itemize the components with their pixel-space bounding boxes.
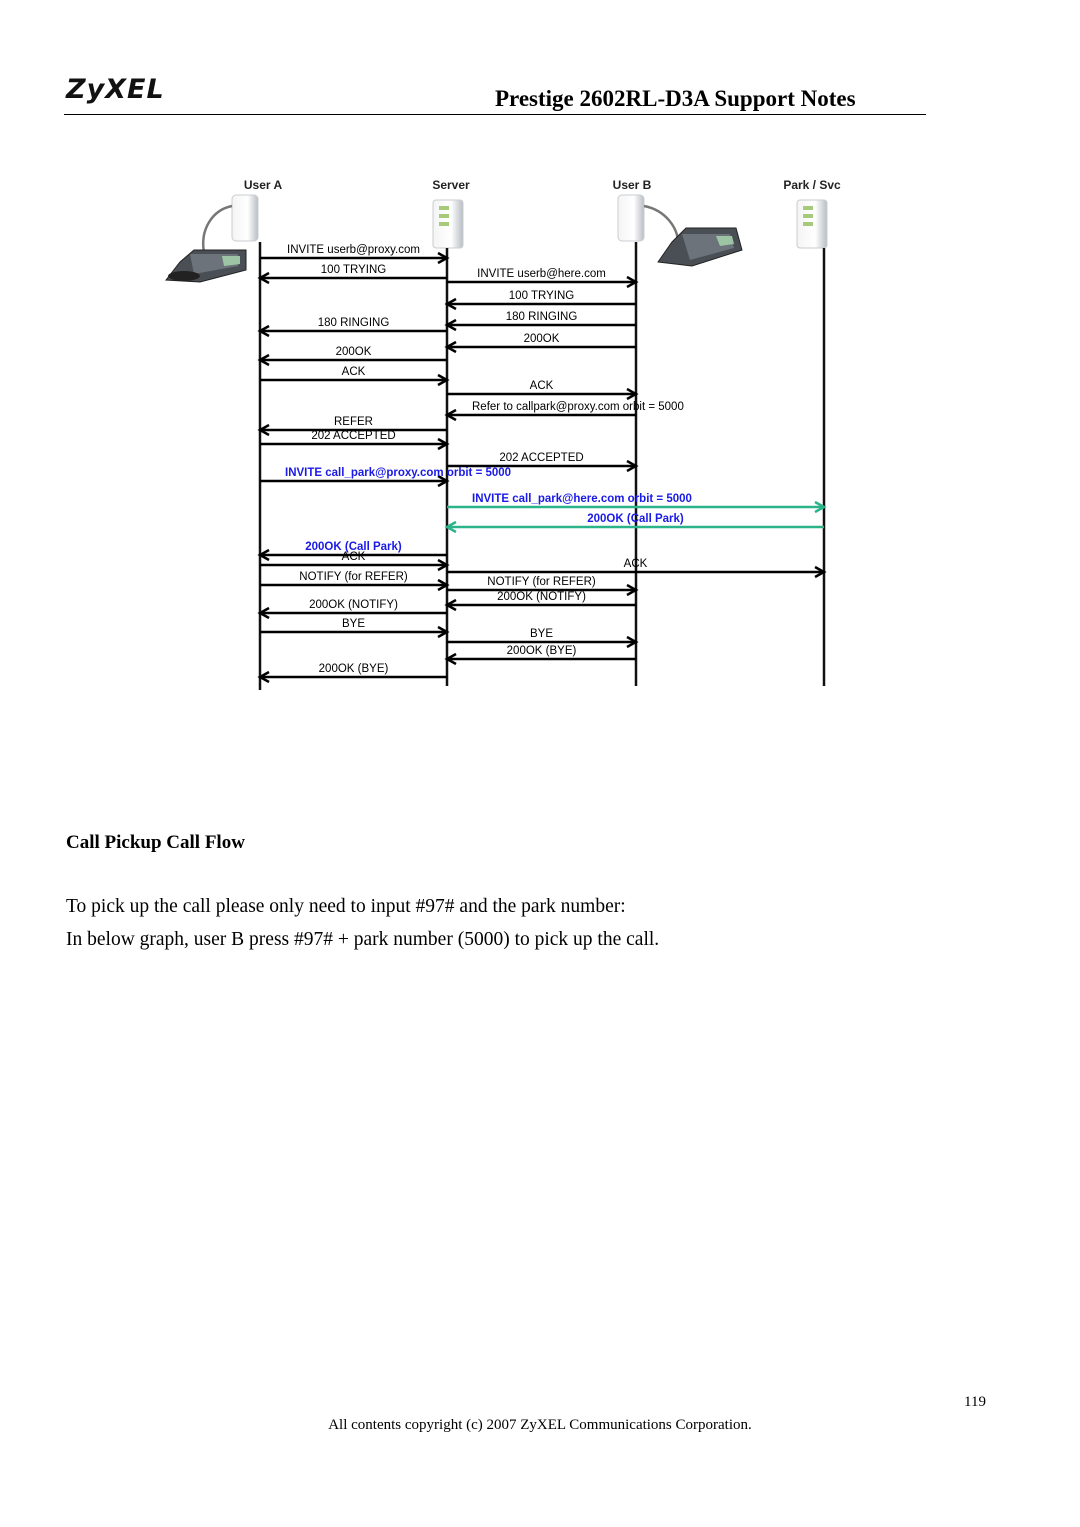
message-arrowhead [626,387,639,401]
message-arrowhead [444,297,457,311]
message-arrowhead [257,423,270,437]
user-b-desk-phone-icon [657,227,743,267]
message-label: NOTIFY (for REFER) [487,576,596,588]
message-arrowhead [257,670,270,684]
user-b-sip-device-icon [617,194,680,249]
user-a-desk-phone-icon [165,249,247,283]
message-arrowhead [814,565,827,579]
message-label: BYE [342,618,365,630]
message-arrowhead [444,318,457,332]
message-arrowhead [626,583,639,597]
user-a-sip-device-icon [202,194,259,253]
message-label: INVITE userb@proxy.com [287,244,420,256]
message-arrowhead [257,271,270,285]
message-label: INVITE call_park@proxy.com orbit = 5000 [285,467,511,479]
message-arrowhead [437,578,450,592]
message-label: 200OK [336,346,372,358]
header-rule [64,114,926,115]
message-label: 100 TRYING [509,290,574,302]
message-arrowhead [437,373,450,387]
message-arrowhead [437,251,450,265]
message-label: BYE [530,628,553,640]
zyxel-logo: ZyXEL [66,74,165,105]
message-arrowhead [444,598,457,612]
message-arrows: INVITE userb@proxy.com 100 TRYING INVITE u… [257,244,827,684]
message-label: 202 ACCEPTED [311,430,395,442]
message-arrowhead [444,408,457,422]
message-label: 200OK (NOTIFY) [309,599,398,611]
participant-user-b-label: User B [613,178,652,192]
document-title: Prestige 2602RL-D3A Support Notes [495,86,856,111]
message-label: ACK [530,380,554,392]
message-arrowhead [437,558,450,572]
participant-labels: User A Server User B Park / Svc [244,178,841,192]
participant-user-a-label: User A [244,178,283,192]
body-paragraph: To pick up the call please only need to … [66,896,626,917]
message-label: 200OK (BYE) [507,645,577,657]
sip-call-flow-diagram: User A Server User B Park / Svc [165,178,841,690]
message-arrowhead [257,548,270,562]
message-label: ACK [342,551,366,563]
message-label: REFER [334,416,373,428]
message-label: 200OK (NOTIFY) [497,591,586,603]
participant-park-svc-label: Park / Svc [783,178,841,192]
message-label: 180 RINGING [506,311,578,323]
message-label: 180 RINGING [318,317,390,329]
message-arrowhead [437,625,450,639]
message-arrowhead [626,635,639,649]
body-paragraph: In below graph, user B press #97# + park… [66,929,660,950]
park-service-icon [796,199,828,249]
message-label: 200OK (Call Park) [305,541,402,553]
message-arrowhead [437,437,450,451]
message-label: ACK [342,366,366,378]
message-arrowhead [444,340,457,354]
message-arrowhead [626,459,639,473]
message-label: 100 TRYING [321,264,386,276]
server-icon [432,199,464,249]
message-arrowhead [257,353,270,367]
section-heading: Call Pickup Call Flow [66,832,245,853]
message-label: Refer to callpark@proxy.com orbit = 5000 [472,401,684,413]
message-label: INVITE userb@here.com [477,268,606,280]
copyright-footer: All contents copyright (c) 2007 ZyXEL Co… [328,1417,752,1433]
message-arrowhead [444,652,457,666]
message-label: ACK [624,558,648,570]
message-arrowhead [257,324,270,338]
message-arrowhead [257,606,270,620]
message-arrowhead [626,275,639,289]
message-label: 202 ACCEPTED [499,452,583,464]
message-label: NOTIFY (for REFER) [299,571,408,583]
message-label: 200OK [524,333,560,345]
page-number: 119 [964,1394,986,1410]
participant-server-label: Server [432,178,470,192]
message-arrowhead [814,500,827,514]
message-arrowhead [444,520,457,534]
message-label: INVITE call_park@here.com orbit = 5000 [472,493,692,505]
message-arrowhead [437,474,450,488]
message-label: 200OK (Call Park) [587,513,684,525]
message-label: 200OK (BYE) [319,663,389,675]
